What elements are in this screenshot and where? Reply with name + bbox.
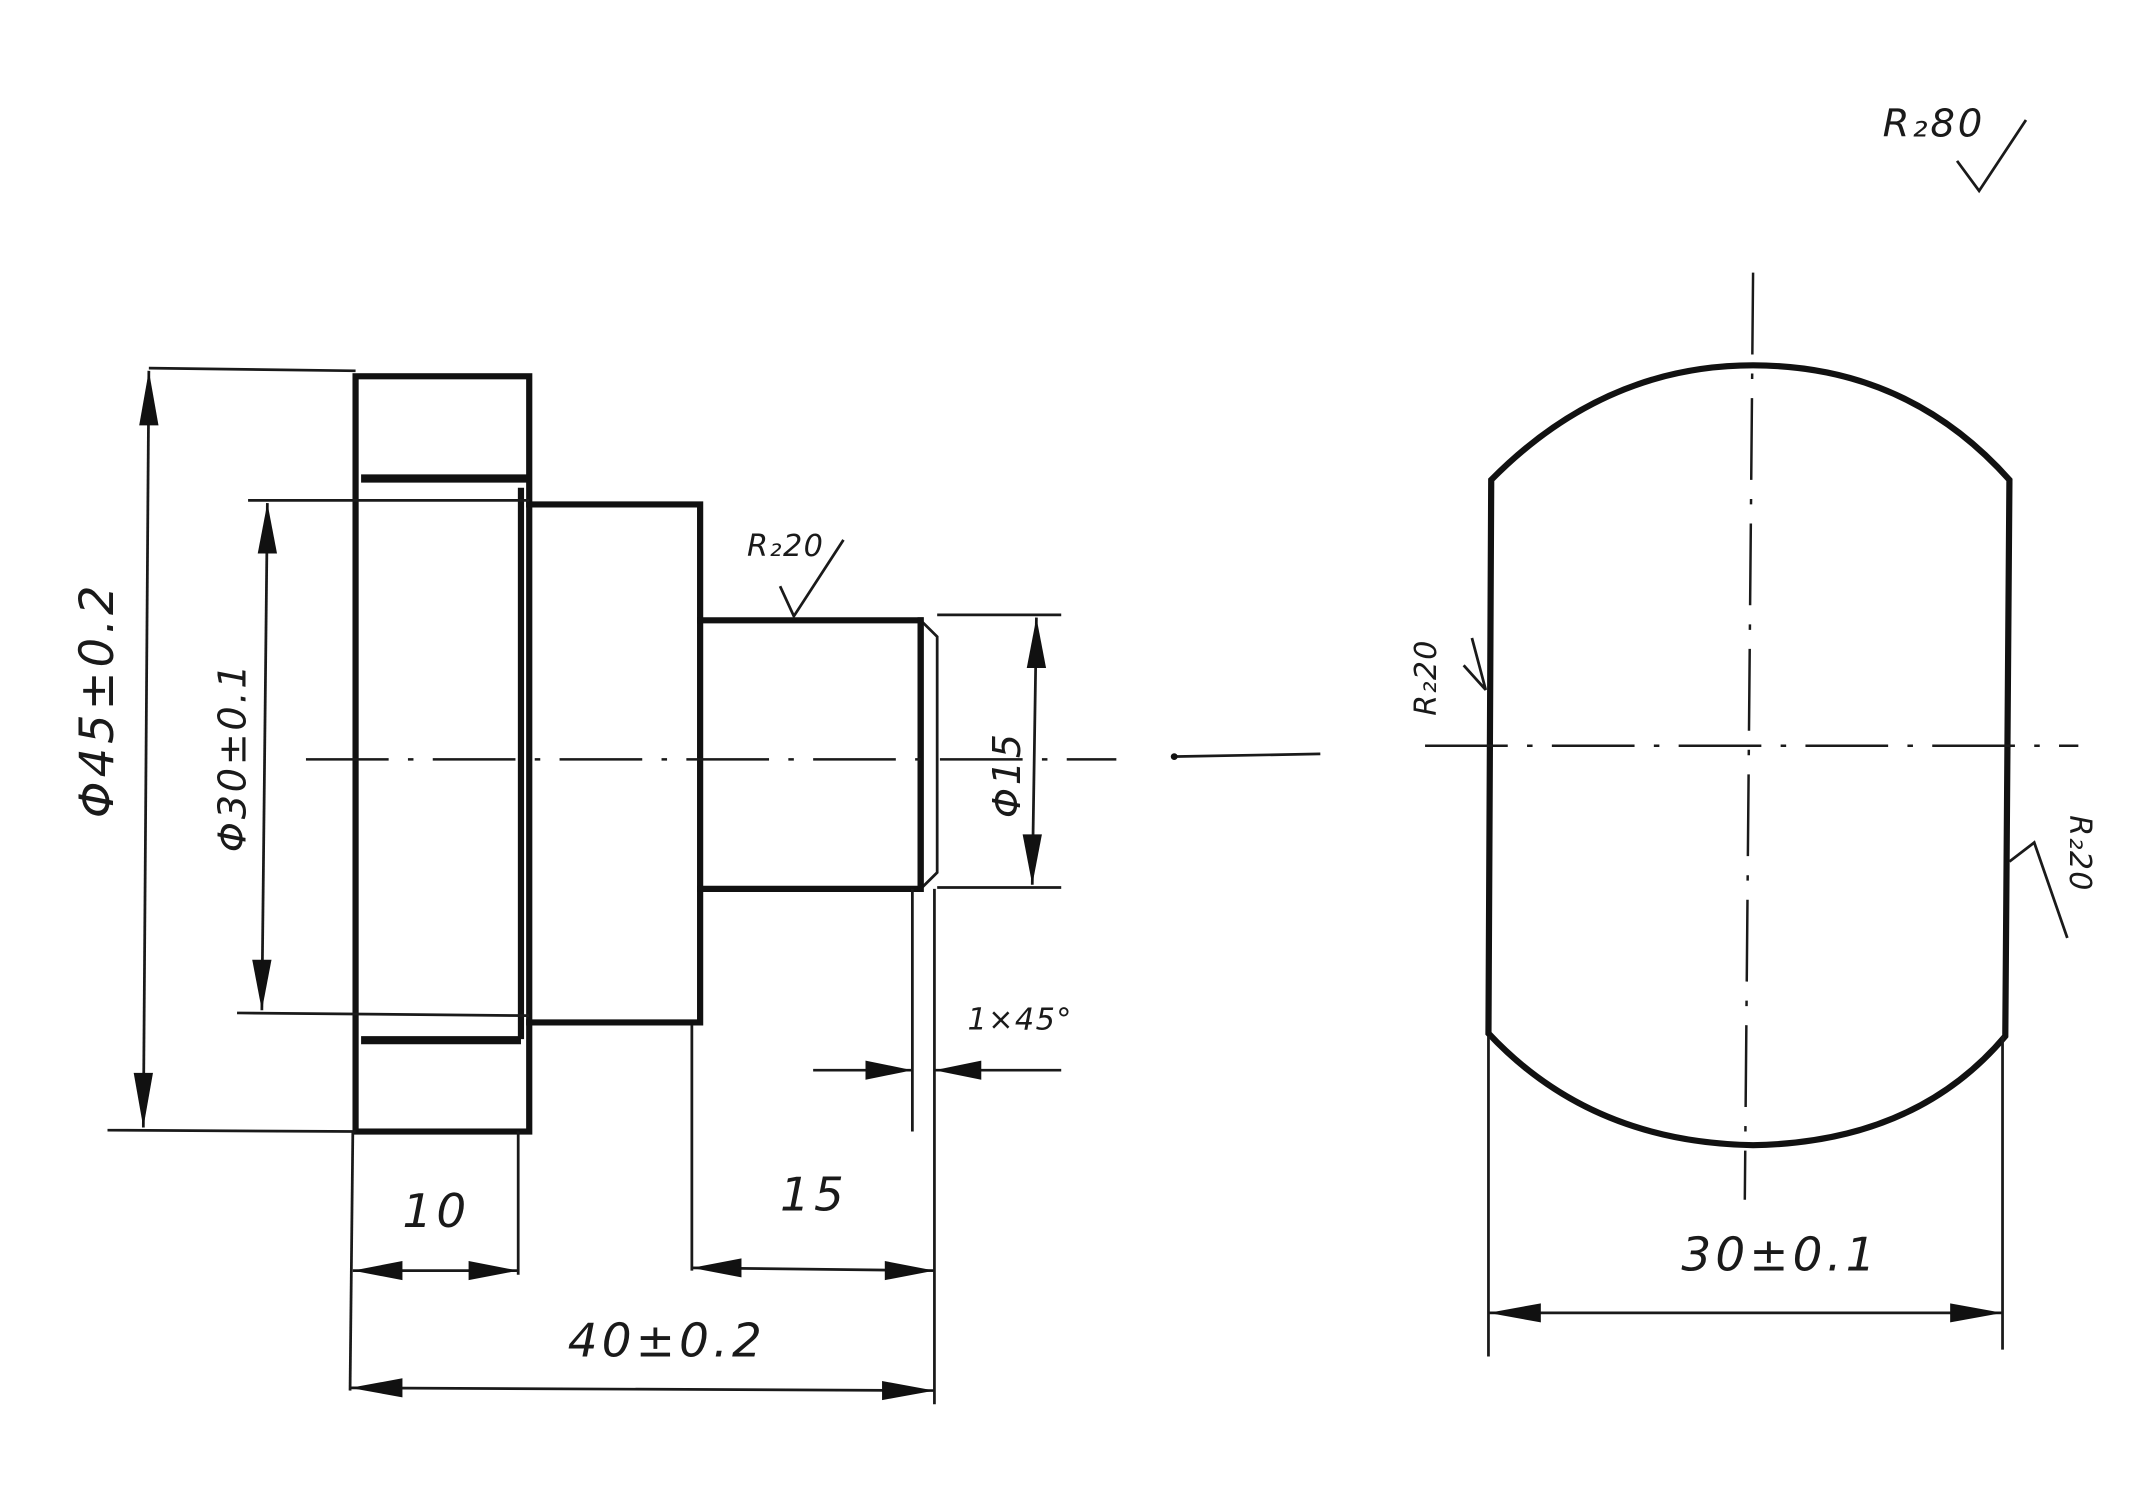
roughness-symbol-general [1955,119,2028,194]
shaft-outline [697,617,924,892]
chamfer-label: 1×45° [968,1002,1073,1037]
general-roughness-note: R₂80 [1883,102,2028,194]
side-view: Φ45±0.2 Φ30±0.1 Φ15 R₂20 1×45° 10 [70,366,1321,1405]
chamfer-arrow-left [865,1060,913,1080]
dim-45-label: Φ45±0.2 [70,581,124,818]
end-view-vertical-center [1743,272,1755,1200]
dim-width-label: 30±0.1 [1681,1228,1879,1282]
dim-30-label: Φ30±0.1 [210,662,255,852]
dim-40-arrow-left [350,1378,403,1398]
roughness-symbol-right [2008,840,2069,939]
axis-continuation-line [1171,752,1321,758]
dim-30-arrow-top [257,503,278,554]
dim-30-ext-bottom [237,1011,530,1018]
dim-45-arrow-top [139,370,159,426]
dim-10-ext-left [348,1131,355,1391]
dim-15len-arrow-right [884,1261,935,1281]
dim-10-arrow-right [468,1261,519,1281]
dim-width-arrow-right [1950,1303,2003,1323]
dim-45-ext-bottom [107,1128,356,1133]
dim-15-arrow-top [1026,617,1047,669]
dim-15-label: Φ15 [985,731,1030,818]
dim-40-label: 40±0.2 [568,1314,766,1368]
axis-dot [1170,753,1178,761]
end-view-outline [1485,362,2013,1149]
dim-30-line [260,503,269,1011]
dim-15len-arrow-left [691,1258,742,1278]
dim-width-arrow-left [1488,1303,1541,1323]
dim-40-line [350,1386,935,1392]
flange-outline [352,373,533,1135]
roughness-label-right: R₂20 [2062,815,2097,891]
dim-45-arrow-bottom [133,1072,153,1128]
dim-10-arrow-left [352,1261,403,1281]
chamfer-arrow-right [934,1060,982,1080]
roughness-label-general: R₂80 [1883,102,1985,147]
roughness-symbol-left [1462,637,1488,691]
dim-30-arrow-bottom [252,959,272,1011]
end-view: R₂20 R₂20 30±0.1 [1409,272,2097,1357]
hub-outline [526,501,704,1026]
chamfer-outline [919,619,939,890]
dim-15len-label: 15 [780,1168,848,1222]
roughness-label-shaft: R₂20 [747,529,824,564]
roughness-label-left: R₂20 [1409,639,1444,715]
dim-45-ext-top [148,366,356,373]
dim-45-line [141,370,151,1128]
roughness-symbol-shaft [778,539,845,620]
dim-40-arrow-right [882,1381,935,1401]
dim-10-label: 10 [402,1184,470,1238]
dim-15-arrow-bottom [1022,834,1042,885]
